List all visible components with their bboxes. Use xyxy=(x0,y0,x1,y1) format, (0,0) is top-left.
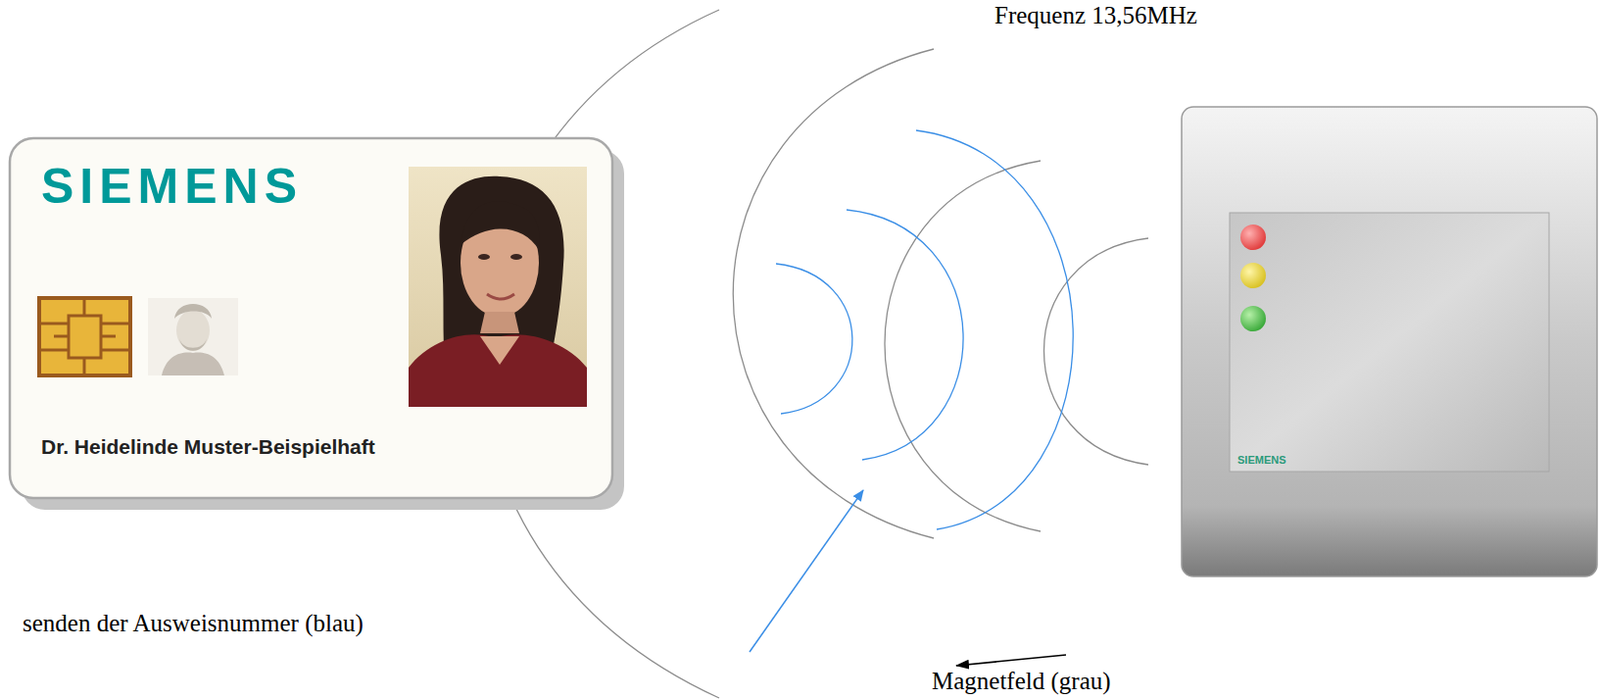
brand-name: SIEMENS xyxy=(41,159,303,214)
card-body xyxy=(9,138,613,498)
card-reader xyxy=(1181,106,1598,577)
reader-panel xyxy=(1229,212,1550,472)
field-arc xyxy=(1044,238,1150,465)
reader-housing xyxy=(1181,106,1598,577)
signal-arc xyxy=(916,130,1073,530)
chip xyxy=(39,297,131,376)
led-green xyxy=(1240,305,1266,332)
field-arc xyxy=(732,48,934,538)
signal-label: senden der Ausweisnummer (blau) xyxy=(22,609,364,638)
pointer-arrow xyxy=(956,654,1067,666)
photo xyxy=(408,166,587,407)
id-card xyxy=(9,138,625,510)
field-label: Magnetfeld (grau) xyxy=(931,667,1112,696)
frequency-label: Frequenz 13,56MHz xyxy=(994,1,1198,31)
brand-name: SIEMENS xyxy=(1237,453,1287,466)
signal-arc xyxy=(775,263,853,414)
signal-arcs xyxy=(775,130,1073,530)
led-yellow xyxy=(1240,262,1266,289)
led-red xyxy=(1240,224,1266,250)
id-card: SIEMENS Dr. Heidelinde Muster-Beispielhaf… xyxy=(9,138,613,498)
portrait-watermark xyxy=(147,297,239,376)
card-reader: SIEMENS xyxy=(1181,106,1598,577)
pointer-arrow xyxy=(749,489,864,652)
signal-arc xyxy=(846,209,964,460)
holder-name: Dr. Heidelinde Muster-Beispielhaft xyxy=(41,435,376,458)
